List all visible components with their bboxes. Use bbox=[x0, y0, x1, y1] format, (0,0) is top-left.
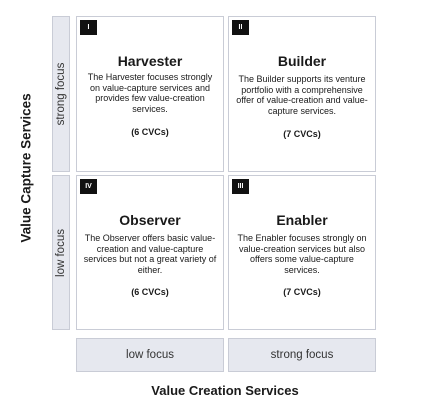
quadrant-count: (6 CVCs) bbox=[131, 287, 169, 297]
quadrant-badge: I bbox=[80, 20, 97, 35]
quadrant-harvester: I Harvester The Harvester focuses strong… bbox=[76, 16, 224, 172]
row-label-strong-focus: strong focus bbox=[52, 16, 70, 172]
quadrant-description: The Enabler focuses strongly on value-cr… bbox=[237, 233, 367, 275]
quadrant-description: The Observer offers basic value-creation… bbox=[83, 233, 217, 275]
quadrant-title: Observer bbox=[119, 212, 181, 228]
quadrant-title: Builder bbox=[277, 53, 327, 69]
quadrant-description: The Builder supports its venture portfol… bbox=[236, 74, 368, 116]
quadrant-observer: IV Observer The Observer offers basic va… bbox=[76, 175, 224, 330]
quadrant-badge: III bbox=[232, 179, 249, 194]
col-label-strong-focus: strong focus bbox=[228, 338, 376, 372]
quadrant-builder: II Builder The Builder supports its vent… bbox=[228, 16, 376, 172]
quadrant-count: (7 CVCs) bbox=[283, 287, 321, 297]
col-label-low-focus: low focus bbox=[76, 338, 224, 372]
quadrant-count: (6 CVCs) bbox=[131, 127, 169, 137]
quadrant-title: Enabler bbox=[276, 212, 328, 228]
quadrant-title: Harvester bbox=[117, 53, 183, 69]
row-label-strong-focus-text: strong focus bbox=[55, 62, 67, 126]
y-axis-title: Value Capture Services bbox=[0, 0, 52, 335]
quadrant-badge: IV bbox=[80, 179, 97, 194]
quadrant-enabler: III Enabler The Enabler focuses strongly… bbox=[228, 175, 376, 330]
y-axis-title-text: Value Capture Services bbox=[18, 92, 34, 243]
quadrant-description: The Harvester focuses strongly on value-… bbox=[87, 72, 213, 114]
row-label-low-focus: low focus bbox=[52, 175, 70, 330]
x-axis-title: Value Creation Services bbox=[151, 383, 299, 398]
row-label-low-focus-text: low focus bbox=[55, 228, 67, 277]
quadrant-badge: II bbox=[232, 20, 249, 35]
quadrant-count: (7 CVCs) bbox=[283, 129, 321, 139]
